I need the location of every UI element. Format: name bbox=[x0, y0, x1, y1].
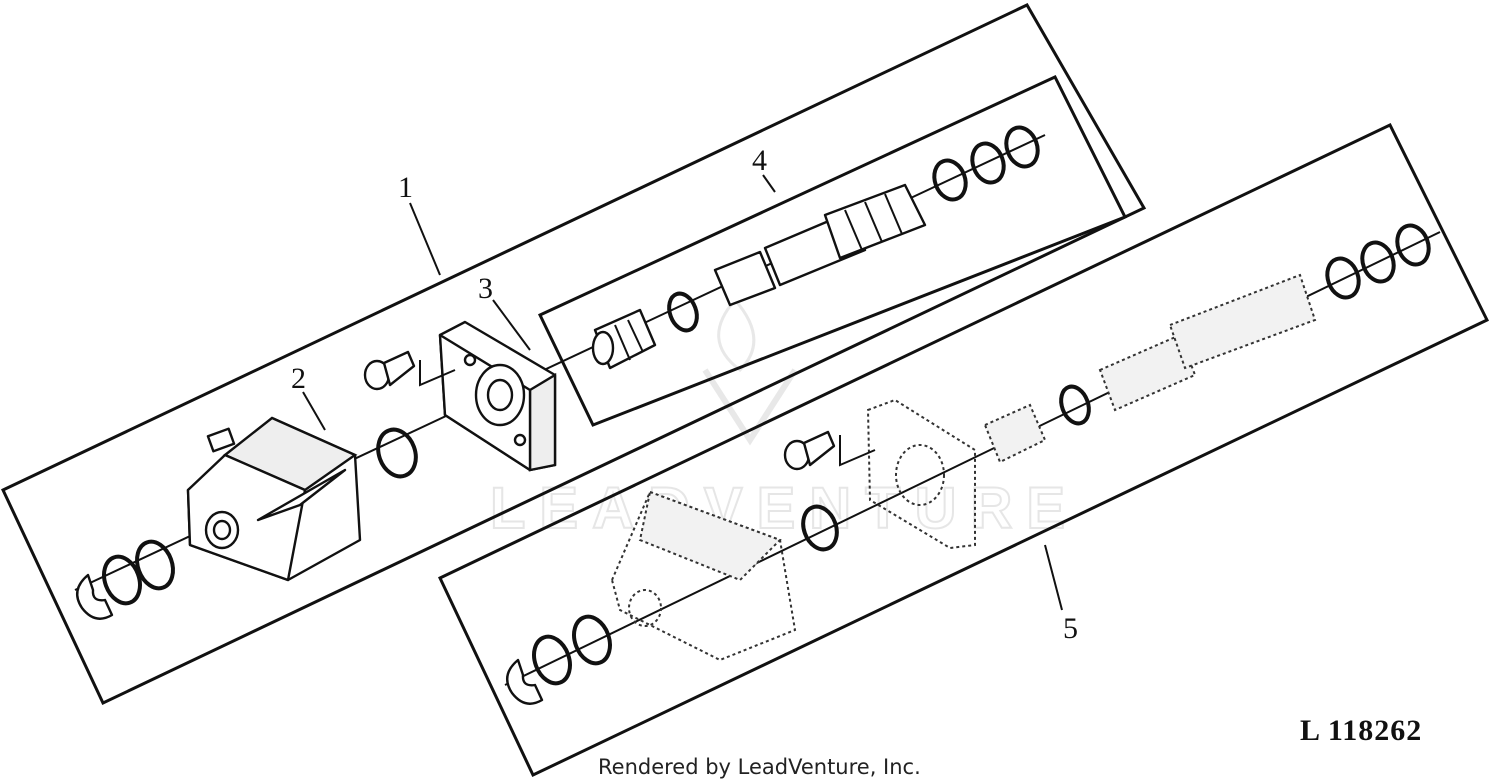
callout-1: 1 bbox=[398, 171, 413, 204]
retaining-clip-lower bbox=[506, 658, 544, 705]
valve-spool bbox=[591, 125, 1040, 370]
phantom-solenoid-housing bbox=[610, 490, 797, 662]
o-ring-lower bbox=[801, 504, 839, 552]
phantom-valve-spool bbox=[983, 223, 1431, 464]
watermark-text: LEADVENTURE bbox=[490, 476, 1079, 541]
mounting-plate bbox=[438, 320, 557, 472]
cap-screw-lower bbox=[783, 430, 876, 471]
callout-5: 5 bbox=[1063, 612, 1078, 645]
solenoid-housing bbox=[186, 416, 362, 582]
assembly-1-frame bbox=[1, 3, 1147, 706]
washer-left-1 bbox=[102, 554, 142, 606]
o-ring-housing bbox=[376, 427, 418, 479]
footer-credit: Rendered by LeadVenture, Inc. bbox=[598, 755, 921, 779]
leader-4 bbox=[762, 174, 776, 193]
retaining-clip bbox=[76, 573, 114, 620]
cap-screw bbox=[363, 350, 456, 391]
callout-2: 2 bbox=[291, 362, 306, 395]
washer-lower-2 bbox=[572, 614, 612, 666]
drawing-code: L 118262 bbox=[1300, 714, 1422, 747]
washer-left-2 bbox=[135, 539, 175, 591]
leader-3 bbox=[492, 299, 531, 351]
watermark-logo bbox=[702, 297, 798, 446]
callout-4: 4 bbox=[752, 144, 767, 177]
leader-1 bbox=[409, 202, 441, 276]
assembly-5-frame bbox=[438, 123, 1490, 778]
leader-2 bbox=[302, 391, 326, 431]
washer-lower-1 bbox=[532, 634, 572, 686]
callout-3: 3 bbox=[478, 272, 493, 305]
leader-5 bbox=[1044, 544, 1063, 611]
phantom-mounting-plate bbox=[866, 398, 976, 550]
subassembly-4-frame bbox=[537, 75, 1128, 427]
